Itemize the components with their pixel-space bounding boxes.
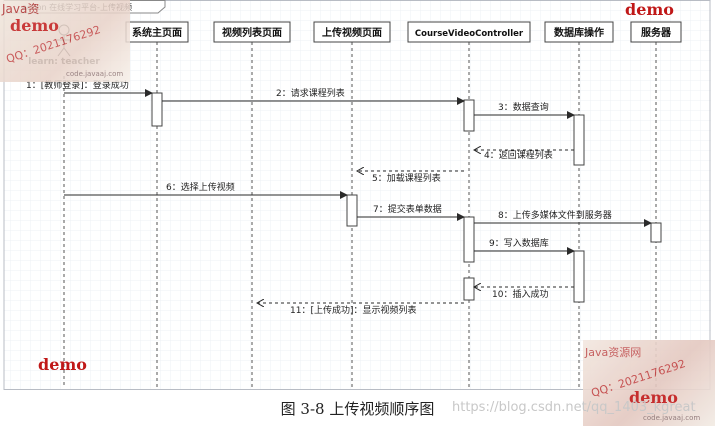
lifeline-main-label: 系统主页面 <box>132 26 182 39</box>
watermark-demo-left: demo <box>38 355 87 374</box>
lifeline-server-box <box>630 21 682 43</box>
lifeline-upload-label: 上传视频页面 <box>322 26 382 39</box>
message-1-label: 1：[教师登录]：登录成功 <box>26 79 129 91</box>
lifeline-ctrl-label: CourseVideoController <box>415 29 524 39</box>
activation-bar-ctrl <box>463 277 475 301</box>
activation-bar-main <box>151 92 163 127</box>
lifeline-list-box <box>213 21 291 43</box>
watermark-java-label: Java资 <box>2 2 40 16</box>
message-2-label: 2：请求课程列表 <box>276 87 345 99</box>
figure-caption: 图 3-8 上传视频顺序图 <box>280 400 435 418</box>
watermark-demo-top-right: demo <box>625 0 674 19</box>
lifeline-db-label: 数据库操作 <box>554 26 604 39</box>
lifeline-list-label: 视频列表页面 <box>222 26 282 39</box>
lifeline-upload-box <box>313 21 391 43</box>
watermark-bottom-right: Java资源网 QQ：2021176292 demo code.javaaj.c… <box>583 340 715 426</box>
lifeline-server-label: 服务器 <box>641 26 672 39</box>
message-10-label: 10：插入成功 <box>492 288 548 300</box>
activation-bar-upload <box>346 194 358 227</box>
watermark-demo-text: demo <box>629 388 678 407</box>
watermark-site-text: code.javaaj.com <box>643 414 701 422</box>
watermark-demo-text: demo <box>10 16 59 35</box>
message-4-label: 4：返回课程列表 <box>484 149 553 161</box>
activation-bar-ctrl <box>463 216 475 263</box>
activation-bar-ctrl <box>463 99 475 132</box>
watermark-top-left: Java资 demo QQ：2021176292 code.javaaj.com <box>0 0 130 82</box>
message-11-label: 11：[上传成功]：显示视频列表 <box>290 304 416 316</box>
message-8-label: 8：上传多媒体文件到服务器 <box>498 209 612 221</box>
activation-bar-db <box>573 250 585 303</box>
frame-border <box>3 0 711 390</box>
message-9-label: 9：写入数据库 <box>489 237 549 249</box>
watermark-java-site-label: Java资源网 <box>585 346 642 359</box>
watermark-csdn-url: https://blog.csdn.net/qq_1403_kgreat <box>452 400 696 415</box>
message-3-label: 3：数据查询 <box>498 101 549 113</box>
message-7-label: 7：提交表单数据 <box>373 203 442 215</box>
message-5-label: 5：加载课程列表 <box>372 172 441 184</box>
activation-bar-db <box>573 114 585 166</box>
message-6-label: 6：选择上传视频 <box>166 181 235 193</box>
lifeline-db-box <box>544 21 614 43</box>
lifeline-ctrl-box <box>407 21 531 43</box>
activation-bar-server <box>650 222 662 243</box>
watermark-site-text: code.javaaj.com <box>66 70 124 78</box>
